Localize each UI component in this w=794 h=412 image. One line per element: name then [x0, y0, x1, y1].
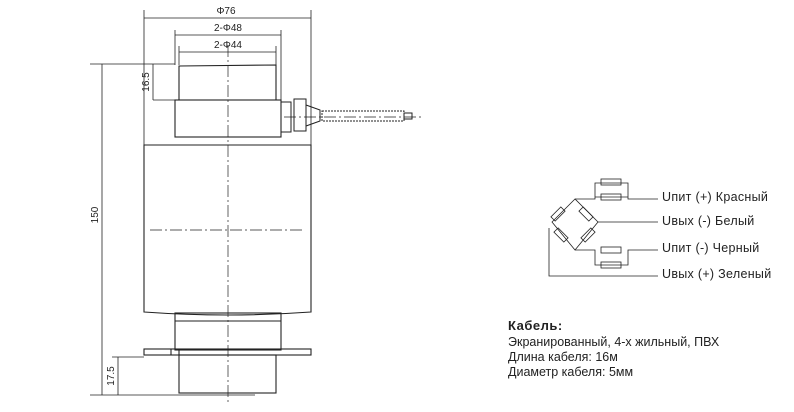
wire-label-output-minus: Uвых (-) Белый — [662, 214, 755, 228]
load-cell-body — [143, 64, 312, 394]
dim-base-height: 17.5 — [106, 366, 117, 386]
dim-d48: 2-Φ48 — [214, 23, 242, 34]
dimension-lines — [90, 10, 312, 396]
cable-type: Экранированный, 4-х жильный, ПВХ — [508, 335, 720, 349]
cable-title: Кабель: — [508, 318, 563, 333]
dim-cap-height: 16.5 — [141, 72, 152, 92]
cable-spec: Кабель: Экранированный, 4-х жильный, ПВХ… — [508, 318, 719, 380]
wire-label-supply-plus: Uпит (+) Красный — [662, 190, 769, 204]
wire-label-supply-minus: Uпит (-) Черный — [662, 241, 760, 255]
cable-length: Длина кабеля: 16м — [508, 350, 618, 364]
wheatstone-bridge — [548, 178, 658, 277]
dim-outer-diameter: Φ76 — [216, 6, 236, 17]
center-lines — [150, 45, 422, 405]
cable-gland — [280, 98, 413, 133]
cable-diameter: Диаметр кабеля: 5мм — [508, 365, 634, 379]
dim-total-height: 150 — [90, 206, 101, 223]
wire-label-output-plus: Uвых (+) Зеленый — [662, 267, 772, 281]
